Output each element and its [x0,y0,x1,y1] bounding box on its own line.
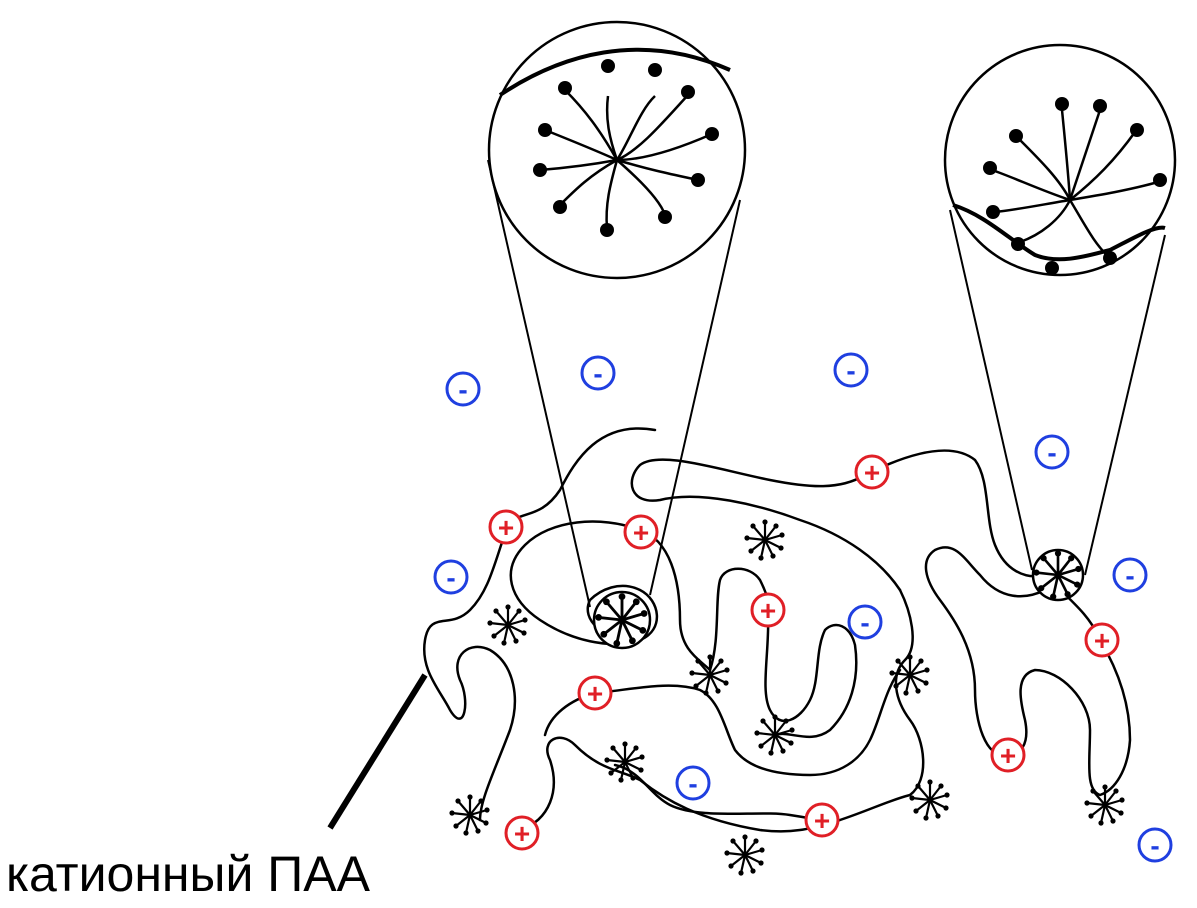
svg-text:+: + [1000,740,1016,771]
svg-text:+: + [760,595,776,626]
minus-circle-icon: - [582,357,614,389]
svg-text:+: + [633,517,649,548]
label-pointer-line [330,675,425,828]
plus-circle-icon: + [992,739,1024,771]
plus-circle-icon: + [752,594,784,626]
polymer-chain [424,428,1130,831]
plus-circle-icon: + [579,677,611,709]
svg-text:-: - [446,562,455,593]
surfactant-micelle-icon [724,834,764,875]
svg-text:-: - [846,355,855,386]
surfactant-micelle-icon [487,604,527,645]
surfactant-micelle-icon [1084,784,1124,825]
minus-circle-icon: - [677,767,709,799]
magnified-view-right [945,45,1175,575]
surfactant-micelle-icon [909,779,949,820]
plus-circle-icon: + [490,511,522,543]
minus-circle-icon: - [835,354,867,386]
plus-circle-icon: + [506,817,538,849]
surfactant-micelle-icon [744,519,784,560]
svg-text:-: - [1150,830,1159,861]
svg-text:-: - [860,607,869,638]
svg-text:+: + [864,457,880,488]
minus-circle-icon: - [435,561,467,593]
plus-circle-icon: + [625,516,657,548]
minus-circle-icon: - [1114,559,1146,591]
plus-circle-icon: + [1086,624,1118,656]
svg-text:+: + [1094,625,1110,656]
svg-text:+: + [514,818,530,849]
plus-circle-icon: + [806,804,838,836]
svg-text:-: - [688,768,697,799]
svg-text:+: + [814,805,830,836]
minus-circle-icon: - [849,606,881,638]
minus-circle-icon: - [1139,829,1171,861]
micelles [449,519,1124,875]
svg-text:-: - [458,374,467,405]
polymer-label: катионный ПАА [6,846,370,902]
svg-text:-: - [1125,560,1134,591]
minus-circle-icon: - [447,373,479,405]
svg-text:-: - [1047,437,1056,468]
surfactant-micelle-icon [1033,550,1083,600]
negative-charges: - - - - - - - - - [435,354,1171,861]
minus-circle-icon: - [1036,436,1068,468]
svg-text:-: - [593,358,602,389]
positive-charges: + + + + + + + + + [490,456,1118,849]
plus-circle-icon: + [856,456,888,488]
magnified-view-left [488,22,745,607]
svg-text:+: + [587,678,603,709]
surfactant-micelle-icon [594,592,650,648]
svg-text:+: + [498,512,514,543]
